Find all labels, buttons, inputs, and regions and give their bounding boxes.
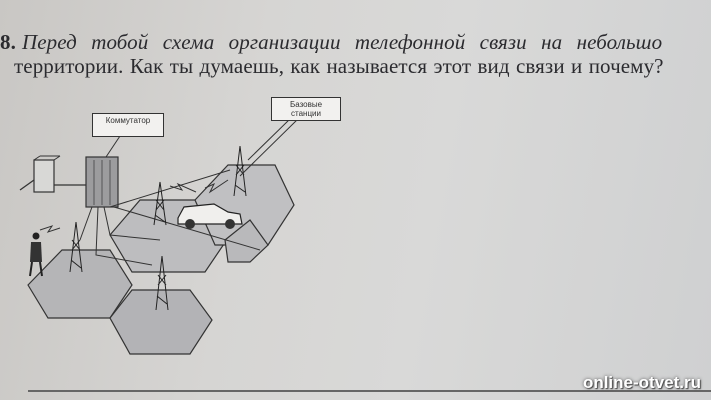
telephone-exchange-icon: [33, 155, 61, 193]
question-line-2: территории. Как ты думаешь, как называет…: [14, 54, 664, 79]
cellular-network-diagram: [19, 116, 301, 355]
cell-hexagon-bottom: [109, 289, 213, 355]
car-icon: [177, 203, 243, 229]
bottom-rule: [28, 390, 711, 392]
switch-label: Коммутатор: [92, 113, 164, 137]
question-text-2: территории. Как ты думаешь, как называет…: [14, 54, 664, 78]
switch-label-text: Коммутатор: [105, 116, 151, 125]
question-text-1: Перед тобой схема организации телефонной…: [21, 30, 663, 54]
base-label-line2: станции: [291, 109, 321, 118]
watermark: online-otvet.ru: [582, 373, 701, 392]
cell-hexagon-middle-right: [224, 219, 269, 263]
question-line-1: 8.Перед тобой схема организации телефонн…: [0, 30, 662, 55]
base-stations-label: Базовые станции: [271, 97, 341, 121]
question-number: 8.: [0, 30, 16, 54]
cell-hexagon-left: [27, 249, 133, 319]
base-label-line1: Базовые: [289, 100, 323, 109]
switch-cabinet-icon: [85, 156, 119, 208]
radio-tower-icon: [69, 145, 247, 311]
person-with-phone-icon: [29, 232, 43, 277]
